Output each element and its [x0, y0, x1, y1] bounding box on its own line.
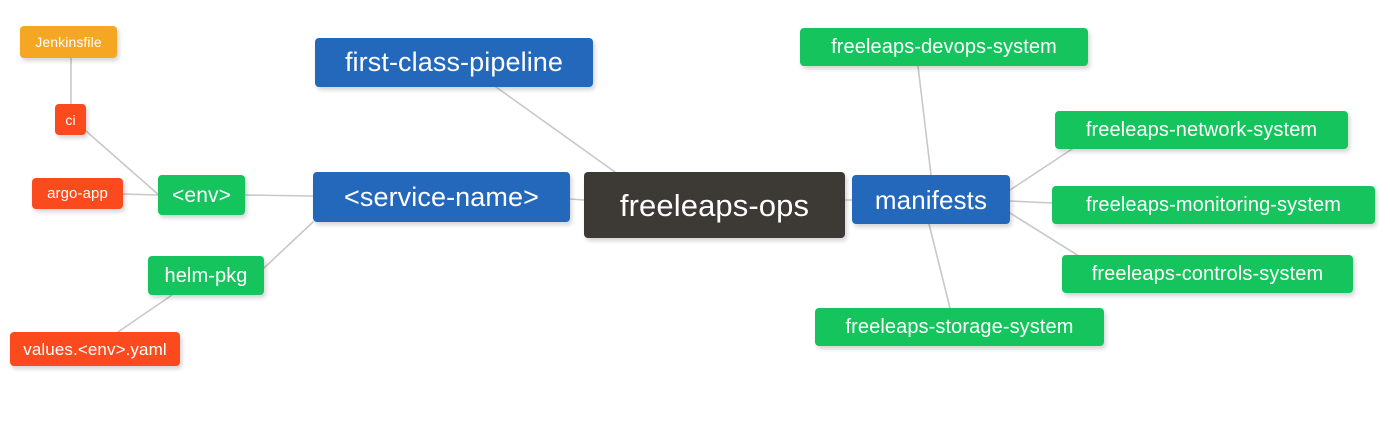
node-monitoring-system[interactable]: freeleaps-monitoring-system [1052, 186, 1375, 224]
edge-env-to-service-name [244, 194, 314, 197]
edge-argo-app-to-env [122, 193, 159, 196]
node-helm-pkg[interactable]: helm-pkg [148, 256, 264, 295]
node-jenkinsfile[interactable]: Jenkinsfile [20, 26, 117, 58]
node-manifests[interactable]: manifests [852, 175, 1010, 224]
node-label-env: <env> [172, 183, 231, 207]
edge-service-name-to-freeleaps-ops [569, 198, 585, 201]
node-first-class-pipeline[interactable]: first-class-pipeline [315, 38, 593, 87]
node-label-freeleaps-ops: freeleaps-ops [619, 187, 810, 223]
edge-manifests-to-monitoring-system [1009, 200, 1053, 204]
node-label-helm-pkg: helm-pkg [164, 264, 248, 287]
node-freeleaps-ops[interactable]: freeleaps-ops [584, 172, 845, 238]
node-argo-app[interactable]: argo-app [32, 178, 123, 209]
edge-first-class-pipeline-to-freeleaps-ops [495, 86, 616, 173]
edge-service-name-to-helm-pkg [263, 221, 314, 269]
node-label-ci: ci [65, 111, 76, 128]
node-label-devops-system: freeleaps-devops-system [831, 36, 1057, 58]
edge-helm-pkg-to-values-env-yaml [117, 294, 173, 333]
node-label-argo-app: argo-app [47, 185, 108, 202]
node-label-controls-system: freeleaps-controls-system [1091, 263, 1324, 285]
node-label-first-class-pipeline: first-class-pipeline [344, 47, 564, 77]
node-network-system[interactable]: freeleaps-network-system [1055, 111, 1348, 149]
node-service-name[interactable]: <service-name> [313, 172, 570, 222]
node-label-manifests: manifests [874, 184, 988, 215]
edge-manifests-to-devops-system [917, 65, 932, 176]
edge-manifests-to-network-system [1009, 148, 1073, 191]
node-storage-system[interactable]: freeleaps-storage-system [815, 308, 1104, 346]
edge-manifests-to-storage-system [928, 223, 951, 309]
node-label-service-name: <service-name> [344, 181, 539, 212]
node-label-monitoring-system: freeleaps-monitoring-system [1085, 194, 1341, 216]
node-ci[interactable]: ci [55, 104, 86, 135]
node-label-jenkinsfile: Jenkinsfile [35, 34, 102, 50]
node-label-storage-system: freeleaps-storage-system [845, 316, 1074, 338]
node-label-values-env-yaml: values.<env>.yaml [23, 339, 167, 359]
node-values-env-yaml[interactable]: values.<env>.yaml [10, 332, 180, 366]
node-env[interactable]: <env> [158, 175, 245, 215]
node-devops-system[interactable]: freeleaps-devops-system [800, 28, 1088, 66]
node-controls-system[interactable]: freeleaps-controls-system [1062, 255, 1353, 293]
node-label-network-system: freeleaps-network-system [1085, 119, 1318, 141]
